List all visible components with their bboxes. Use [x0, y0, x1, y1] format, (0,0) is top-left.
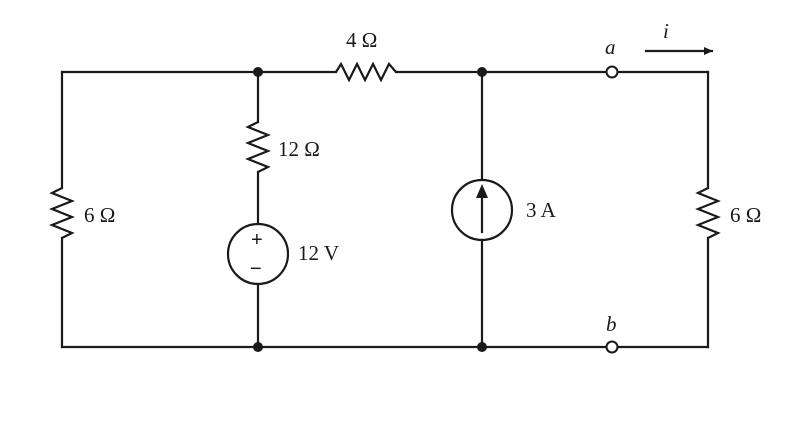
junction-node-top-right [477, 67, 487, 77]
terminal-a [605, 65, 619, 79]
resistor-right-6ohm [695, 187, 721, 239]
label-i-source: 3 A [526, 198, 557, 222]
current-source-arrow-icon [476, 184, 488, 198]
label-terminal-a: a [605, 35, 616, 59]
label-terminal-b: b [606, 312, 617, 336]
label-current-i: i [663, 19, 669, 43]
label-v-source: 12 V [298, 241, 339, 265]
resistor-branch-12ohm [245, 121, 271, 173]
junction-node-top-left [253, 67, 263, 77]
junction-node-bottom-left [253, 342, 263, 352]
resistor-top-4ohm [335, 61, 397, 83]
label-v-plus: + [251, 229, 263, 251]
label-v-minus: − [250, 258, 262, 280]
label-r-top: 4 Ω [346, 28, 377, 52]
label-r-left: 6 Ω [84, 203, 115, 227]
junction-node-bottom-right [477, 342, 487, 352]
label-r-branch: 12 Ω [278, 137, 320, 161]
resistor-left-6ohm [49, 187, 75, 239]
terminal-b [605, 340, 619, 354]
label-r-right: 6 Ω [730, 203, 761, 227]
